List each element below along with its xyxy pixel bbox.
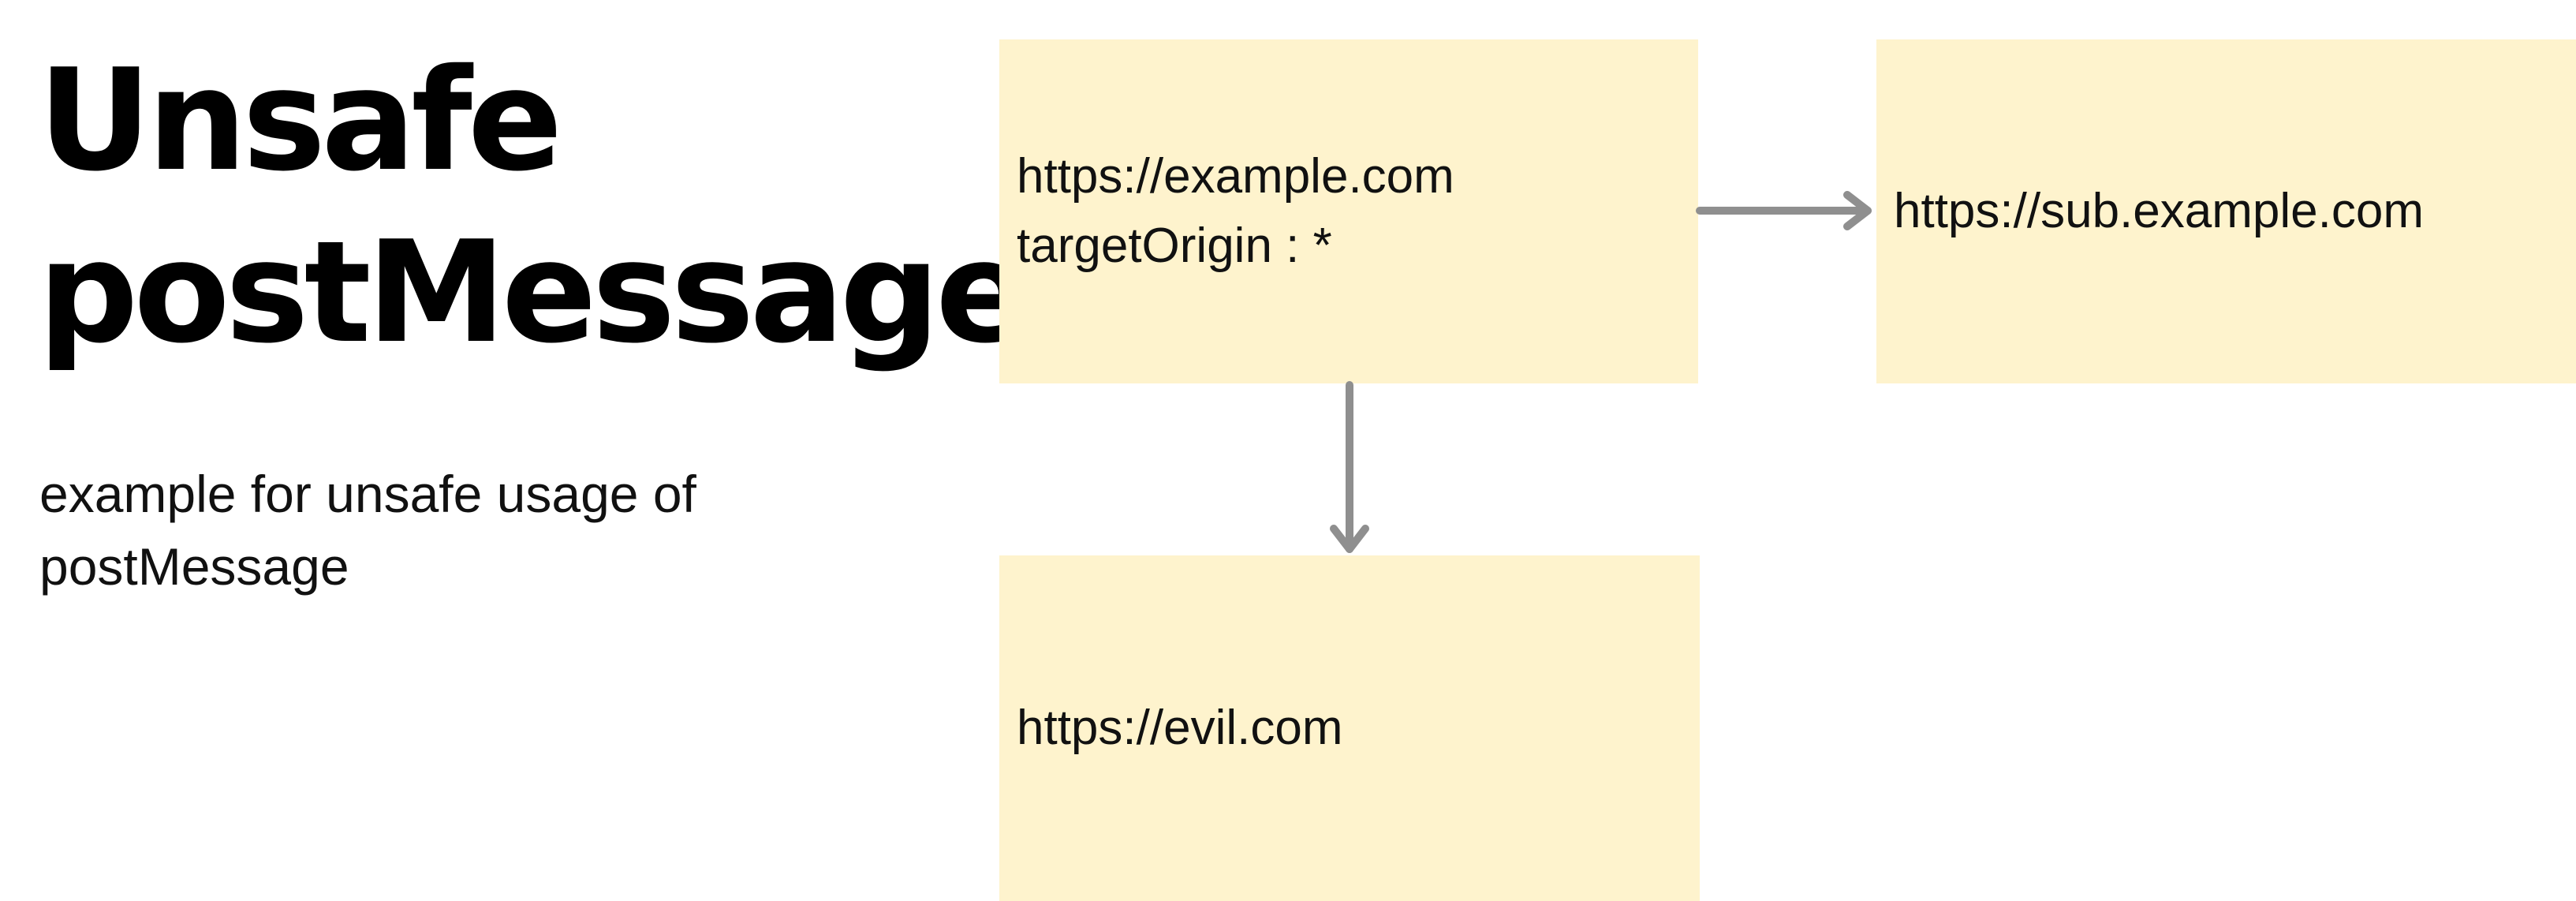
- arrow-origin-to-sub: [1696, 191, 1872, 230]
- arrow-origin-to-sub-head: [1843, 191, 1872, 230]
- node-example-origin: https://example.com targetOrigin : *: [999, 39, 1698, 383]
- arrow-origin-to-evil: [1330, 381, 1369, 553]
- node-evil: https://evil.com: [999, 555, 1700, 901]
- node-sub-example-url: https://sub.example.com: [1894, 184, 2424, 238]
- page-title-line-1: Unsafe: [38, 39, 563, 202]
- node-sub-example: https://sub.example.com: [1876, 39, 2576, 383]
- node-example-origin-target: targetOrigin : *: [1017, 219, 1332, 273]
- diagram-description-line-1: example for unsafe usage of: [39, 465, 696, 523]
- node-evil-url: https://evil.com: [1017, 701, 1343, 755]
- arrow-origin-to-evil-head: [1330, 525, 1369, 553]
- diagram-description: example for unsafe usage of postMessage: [39, 458, 907, 603]
- page-title-line-2: postMessage: [38, 211, 1031, 374]
- page-title: Unsafe postMessage: [38, 35, 1031, 379]
- node-example-origin-url: https://example.com: [1017, 149, 1454, 204]
- diagram-description-line-2: postMessage: [39, 537, 349, 596]
